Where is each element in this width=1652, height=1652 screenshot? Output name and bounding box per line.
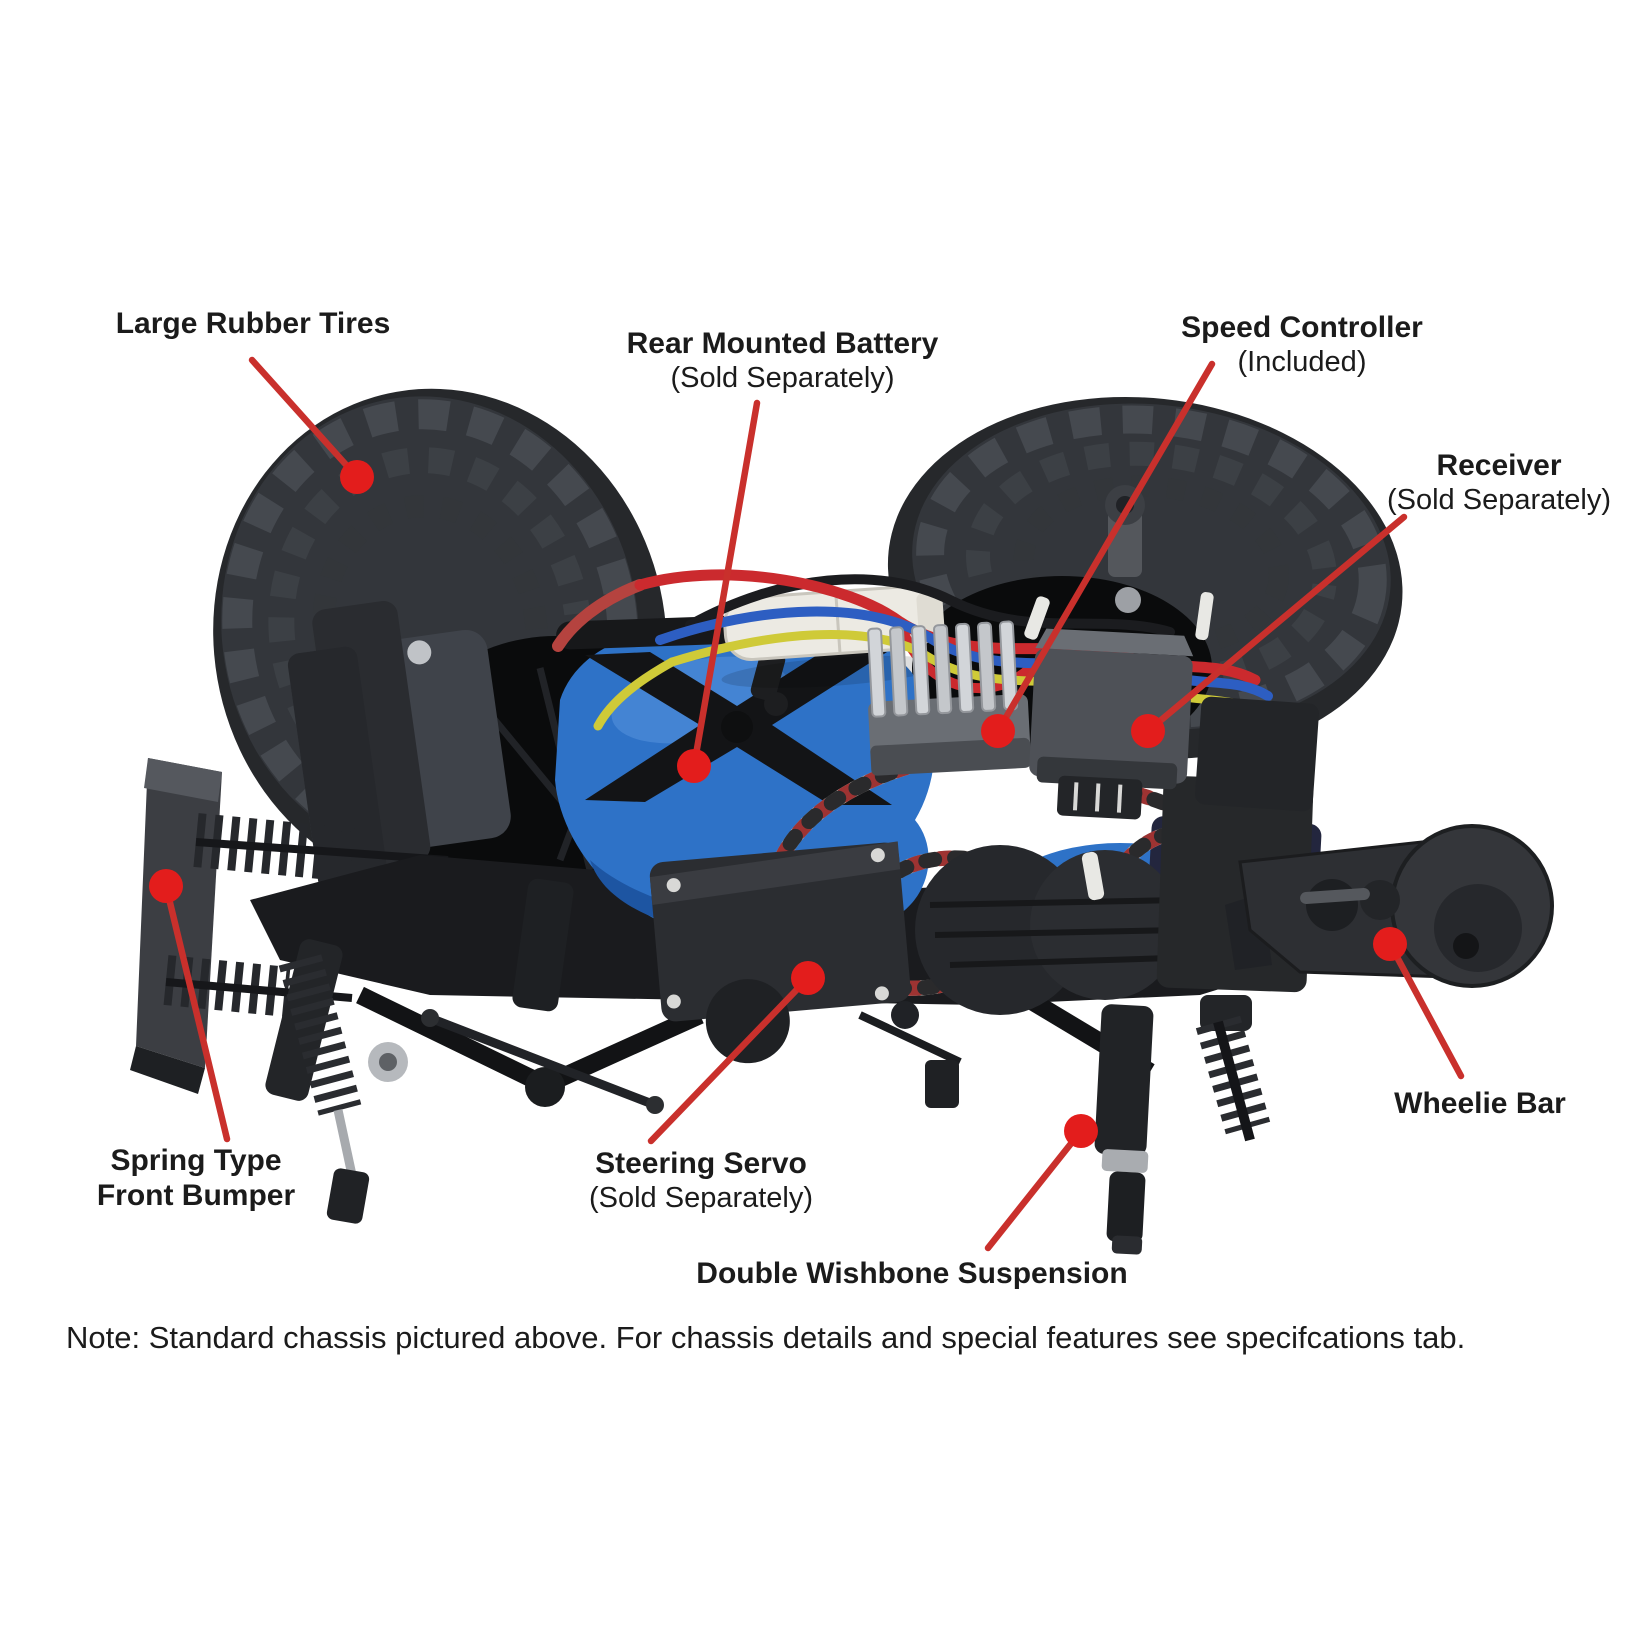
callout-title: Steering Servo	[595, 1147, 807, 1180]
callout-title: Spring Type	[110, 1144, 282, 1177]
callout-title: Rear Mounted Battery	[626, 327, 939, 360]
callout-title: Wheelie Bar	[1394, 1087, 1566, 1120]
callout-title: Double Wishbone Suspension	[696, 1257, 1128, 1290]
callout-title: Receiver	[1436, 449, 1562, 482]
callout-receiver: Receiver (Sold Separately)	[1340, 448, 1652, 518]
callout-spring-type-front-bumper: Spring Type Front Bumper	[58, 1143, 334, 1214]
annotation-leader-lines	[162, 356, 1465, 1252]
callout-steering-servo: Steering Servo (Sold Separately)	[520, 1146, 882, 1216]
callout-subtitle: (Sold Separately)	[1386, 484, 1612, 517]
annotation-dots	[149, 460, 1407, 1148]
zip-ties	[1024, 592, 1214, 901]
note-text: Note: Standard chassis pictured above. F…	[66, 1320, 1466, 1355]
speed-controller	[867, 620, 1032, 776]
callout-title: Large Rubber Tires	[115, 307, 391, 340]
steering-servo	[649, 841, 911, 1064]
callout-rear-mounted-battery: Rear Mounted Battery (Sold Separately)	[590, 326, 975, 396]
front-gearbox	[287, 600, 511, 892]
callout-title: Speed Controller	[1181, 311, 1423, 344]
wheelie-bar	[1225, 824, 1554, 988]
callout-subtitle: (Included)	[1237, 346, 1367, 379]
callout-speed-controller: Speed Controller (Included)	[1140, 310, 1464, 380]
callout-large-rubber-tires: Large Rubber Tires	[63, 306, 443, 341]
callout-title-line2: Front Bumper	[96, 1179, 296, 1213]
callout-subtitle: (Sold Separately)	[588, 1182, 814, 1215]
receiver	[1029, 628, 1194, 820]
callout-subtitle: (Sold Separately)	[670, 362, 895, 395]
rx-box	[1195, 696, 1319, 812]
callout-wheelie-bar: Wheelie Bar	[1330, 1086, 1630, 1121]
rear-suspension	[858, 995, 1271, 1255]
callout-double-wishbone-suspension: Double Wishbone Suspension	[605, 1256, 1219, 1291]
